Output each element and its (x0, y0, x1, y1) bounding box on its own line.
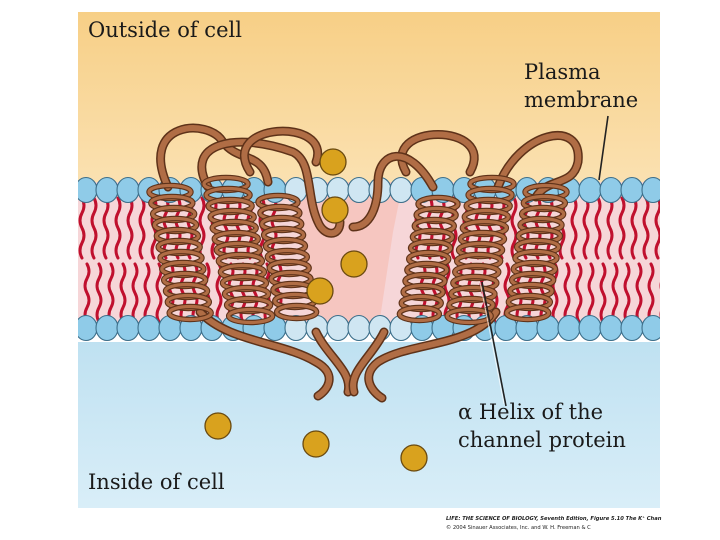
alpha-helix (146, 182, 214, 323)
lipid-head (578, 314, 602, 342)
protein-loop (365, 309, 499, 401)
lipid-tail (647, 262, 655, 324)
lipid-tail (119, 262, 127, 324)
protein-loop (313, 329, 352, 395)
protein-loop (198, 139, 343, 237)
lipid-tail (570, 196, 578, 260)
potassium-ion (400, 444, 428, 472)
potassium-ion (302, 430, 330, 458)
helix-turn (445, 307, 493, 325)
lipid-tail (95, 262, 103, 324)
lipid-head (78, 314, 98, 342)
lipid-head (116, 314, 140, 342)
alpha-helix (201, 174, 276, 326)
lipid-tail (642, 196, 650, 260)
lipid-tail (131, 262, 139, 324)
potassium-ions (204, 148, 428, 472)
helix-turn (397, 305, 441, 323)
helix-pointer-white (479, 281, 505, 405)
lipid-tail (587, 262, 595, 324)
protein-loop (350, 329, 387, 395)
potassium-ion (319, 148, 347, 176)
lipid-head (620, 176, 644, 204)
alpha-helix (255, 192, 320, 322)
helix-turn (167, 304, 213, 322)
protein-loop (197, 309, 332, 399)
lipid-head (641, 314, 660, 342)
lipid-head (599, 314, 623, 342)
lipid-head (95, 314, 119, 342)
potassium-ion (306, 277, 334, 305)
lipid-tail (618, 196, 626, 260)
lipid-tail (126, 196, 134, 260)
channel-protein (146, 123, 583, 403)
helix-pointer (481, 281, 507, 407)
lipid-tail (90, 196, 98, 260)
lipid-tail (635, 262, 643, 324)
lipid-tail (623, 262, 631, 324)
lipid-head (137, 314, 161, 342)
figure-credit-line2: © 2004 Sinauer Associates, Inc. and W. H… (446, 525, 591, 531)
lipid-tail (83, 262, 91, 324)
outside-of-cell-label: Outside of cell (88, 18, 242, 42)
lipid-head (641, 176, 660, 204)
lipid-tail (594, 196, 602, 260)
lipid-tail (563, 262, 571, 324)
lipid-head (389, 176, 413, 204)
lipid-tail (630, 196, 638, 260)
lipid-tail (582, 196, 590, 260)
lipid-head (95, 176, 119, 204)
plasma-membrane-label-line2: membrane (524, 88, 639, 112)
lipid-tail (114, 196, 122, 260)
lipid-tail (155, 262, 163, 324)
lipid-tail (138, 196, 146, 260)
helix-turn (227, 307, 275, 325)
lipid-tail (443, 262, 451, 324)
alpha-helix (444, 174, 517, 326)
lipid-tail (107, 262, 115, 324)
lipid-tail (606, 196, 614, 260)
helix-turn (505, 304, 551, 322)
lipid-tail (575, 262, 583, 324)
lipid-head (326, 314, 350, 342)
helix-label-line1: α Helix of the (458, 400, 604, 424)
lipid-tail (611, 262, 619, 324)
lipid-head (347, 176, 371, 204)
lipid-tail (654, 196, 660, 260)
lipid-head (557, 314, 581, 342)
lipid-head (578, 176, 602, 204)
protein-loop (350, 153, 436, 230)
plasma-membrane-pointer (598, 115, 609, 181)
lipid-tail (551, 262, 559, 324)
helix-label-line2: channel protein (458, 428, 626, 452)
alpha-helix (396, 194, 461, 324)
lipid-tail (78, 196, 86, 260)
lipid-head (347, 314, 371, 342)
lipid-tail (599, 262, 607, 324)
protein-loop (157, 125, 271, 190)
membrane-diagram (78, 12, 660, 508)
lipid-head (599, 176, 623, 204)
protein-loop (241, 128, 321, 175)
lipid-head (78, 176, 98, 204)
lipid-tail (510, 196, 518, 260)
potassium-ion (340, 250, 368, 278)
plasma-membrane-label-line1: Plasma (524, 60, 601, 84)
potassium-ion (204, 412, 232, 440)
potassium-ion (321, 196, 349, 224)
figure-credit-line1: LIFE: THE SCIENCE OF BIOLOGY, Seventh Ed… (446, 516, 662, 522)
outside-region (78, 12, 660, 202)
k-channel-figure: Outside of cell Plasma membrane α Helix … (78, 12, 660, 508)
alpha-helix (503, 182, 570, 323)
lipid-head (620, 314, 644, 342)
lipid-head (116, 176, 140, 204)
lipid-tail (102, 196, 110, 260)
inside-of-cell-label: Inside of cell (88, 470, 225, 494)
lipid-tail (143, 262, 151, 324)
helix-turn (275, 303, 319, 321)
